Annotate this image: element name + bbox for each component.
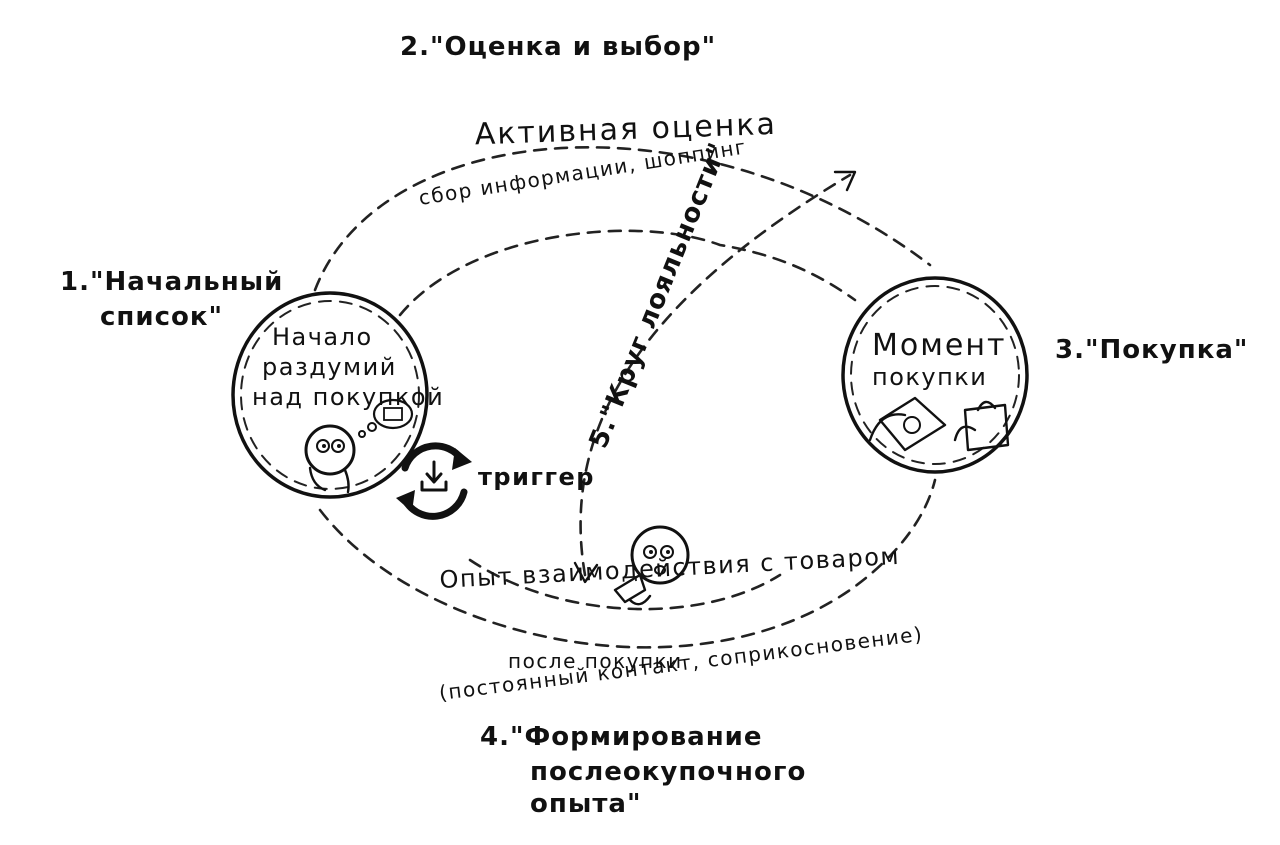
- right-circle: [841, 276, 1029, 474]
- shopping-bag-icon: [953, 400, 1010, 452]
- stage-4-label-line1: 4."Формирование: [480, 722, 763, 752]
- loyalty-loop-path: [579, 173, 852, 577]
- left-circle: [231, 291, 429, 499]
- trigger-label: триггер: [478, 463, 595, 491]
- left-circle-line2: раздумий: [262, 353, 397, 381]
- left-circle-line3: над покупкой: [252, 383, 444, 411]
- trigger-cycle-icon: [396, 442, 472, 520]
- stage-4-label-line2: послеокупочного: [530, 757, 806, 787]
- download-icon: [420, 460, 448, 492]
- stage-1-label-line1: 1."Начальный: [60, 267, 283, 297]
- thought-bubble-icon: [358, 398, 414, 438]
- right-circle-line1: Момент: [872, 328, 1006, 363]
- arrow-icon: [573, 170, 857, 584]
- stage-3-label: 3."Покупка": [1055, 335, 1248, 365]
- stage-1-label-line2: список": [100, 302, 223, 332]
- stage-2-label: 2."Оценка и выбор": [400, 32, 716, 62]
- bottom-arc-line1: Опыт взаимодействия с товаром: [439, 542, 901, 594]
- inner-bottom-arc: [468, 558, 782, 611]
- person-with-product-icon: [613, 525, 690, 606]
- outer-top-arc: [313, 146, 932, 292]
- money-icon: [868, 396, 947, 452]
- outer-bottom-arc: [318, 478, 937, 649]
- left-circle-line1: Начало: [272, 323, 373, 351]
- thinking-person-icon: [304, 424, 356, 494]
- stage-4-label-line3: опыта": [530, 789, 642, 819]
- bottom-arc-line2: после покупки: [508, 649, 683, 673]
- right-circle-line2: покупки: [872, 363, 987, 391]
- stage-5-label: 5."Круг лояльности": [584, 138, 734, 453]
- inner-top-arc: [398, 229, 857, 317]
